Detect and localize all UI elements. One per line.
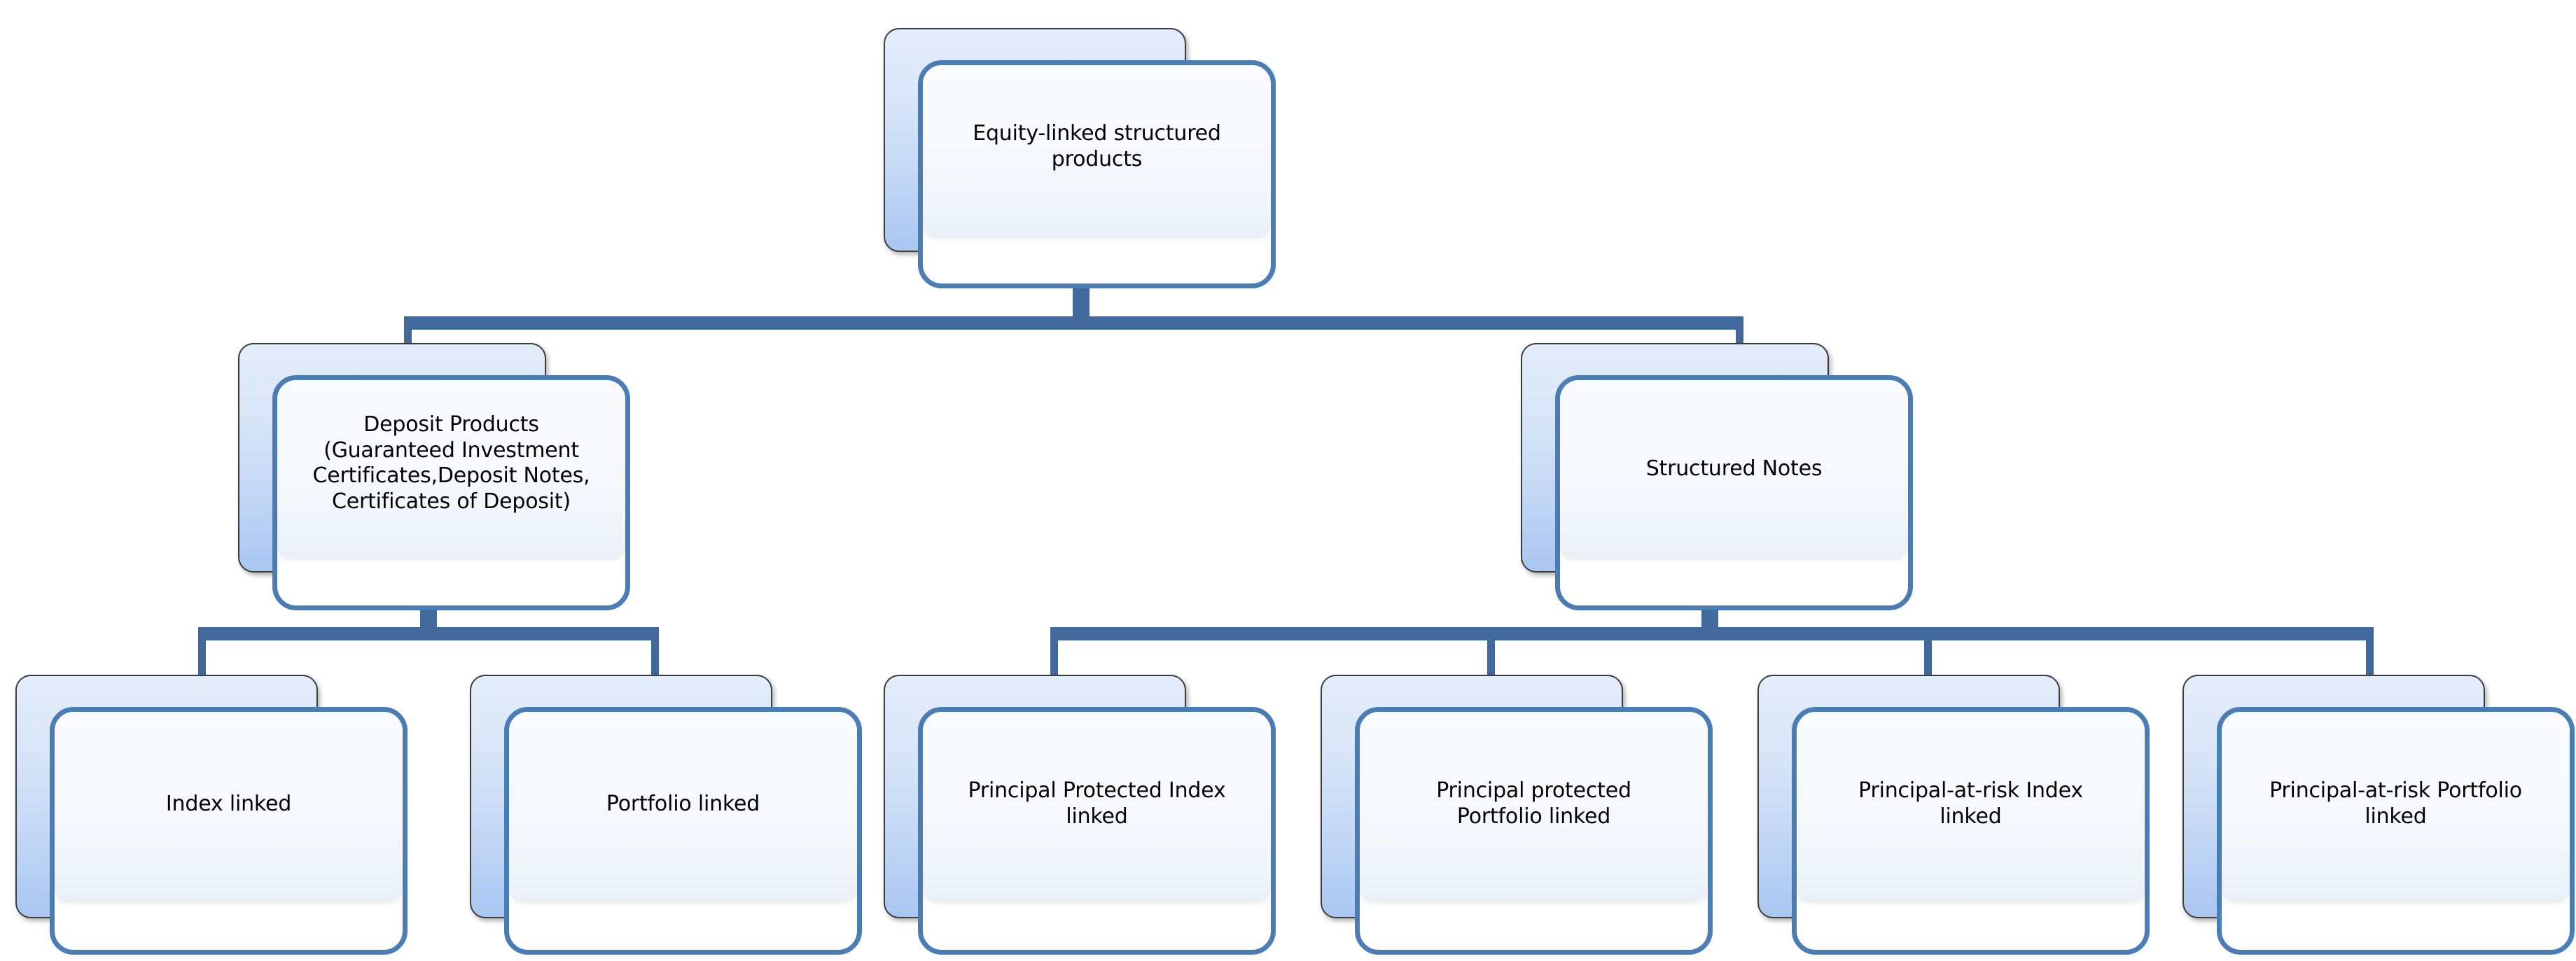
node-deposit-products[interactable]: Deposit Products (Guaranteed Investment …: [238, 343, 630, 610]
connector-to-pp-index: [1050, 627, 1058, 678]
connector-to-index-linked: [198, 627, 206, 678]
node-front-card: Deposit Products (Guaranteed Investment …: [272, 375, 630, 610]
node-panel: [1360, 712, 1708, 901]
node-label: Deposit Products (Guaranteed Investment …: [312, 412, 590, 514]
node-panel: [1797, 712, 2145, 901]
connector-to-par-index: [1924, 627, 1932, 678]
node-front-card: Portfolio linked: [504, 707, 862, 955]
node-panel: [923, 712, 1271, 901]
node-label: Structured Notes: [1645, 456, 1823, 481]
node-structured-notes[interactable]: Structured Notes: [1521, 343, 1913, 610]
node-label: Principal-at-risk Portfolio linked: [2269, 778, 2522, 829]
node-front-card: Principal-at-risk Portfolio linked: [2217, 707, 2575, 955]
node-panel: [509, 712, 857, 901]
connector-to-deposit-products: [404, 316, 412, 363]
connector-to-structured-notes: [1736, 316, 1743, 363]
node-label: Index linked: [165, 792, 292, 816]
node-panel: [55, 712, 403, 901]
node-panel: [277, 380, 625, 558]
node-label: Principal protected Portfolio linked: [1436, 778, 1631, 829]
node-principal-protected-index-linked[interactable]: Principal Protected Index linked: [884, 675, 1276, 955]
node-panel: [2222, 712, 2570, 901]
node-front-card: Equity-linked structured products: [918, 60, 1276, 288]
connector-level2-bus: [404, 316, 1743, 330]
connector-right-leaf-bus: [1050, 627, 2374, 640]
node-label: Equity-linked structured products: [973, 121, 1221, 171]
node-index-linked[interactable]: Index linked: [15, 675, 408, 955]
node-front-card: Principal-at-risk Index linked: [1792, 707, 2150, 955]
node-front-card: Structured Notes: [1555, 375, 1913, 610]
node-portfolio-linked[interactable]: Portfolio linked: [470, 675, 862, 955]
node-principal-at-risk-portfolio-linked[interactable]: Principal-at-risk Portfolio linked: [2182, 675, 2575, 955]
node-label: Principal Protected Index linked: [968, 778, 1226, 829]
connector-to-par-portfolio: [2366, 627, 2374, 678]
node-front-card: Principal Protected Index linked: [918, 707, 1276, 955]
connector-left-leaf-bus: [198, 627, 659, 640]
node-label: Portfolio linked: [606, 792, 760, 816]
node-label: Principal-at-risk Index linked: [1858, 778, 2083, 829]
node-front-card: Index linked: [50, 707, 408, 955]
node-principal-at-risk-index-linked[interactable]: Principal-at-risk Index linked: [1757, 675, 2150, 955]
node-front-card: Principal protected Portfolio linked: [1355, 707, 1713, 955]
node-principal-protected-portfolio-linked[interactable]: Principal protected Portfolio linked: [1321, 675, 1713, 955]
node-panel: [1560, 380, 1908, 558]
node-panel: [923, 65, 1271, 237]
connector-to-portfolio-linked: [651, 627, 659, 678]
connector-to-pp-portfolio: [1487, 627, 1495, 678]
node-equity-linked-structured-products[interactable]: Equity-linked structured products: [884, 28, 1276, 288]
